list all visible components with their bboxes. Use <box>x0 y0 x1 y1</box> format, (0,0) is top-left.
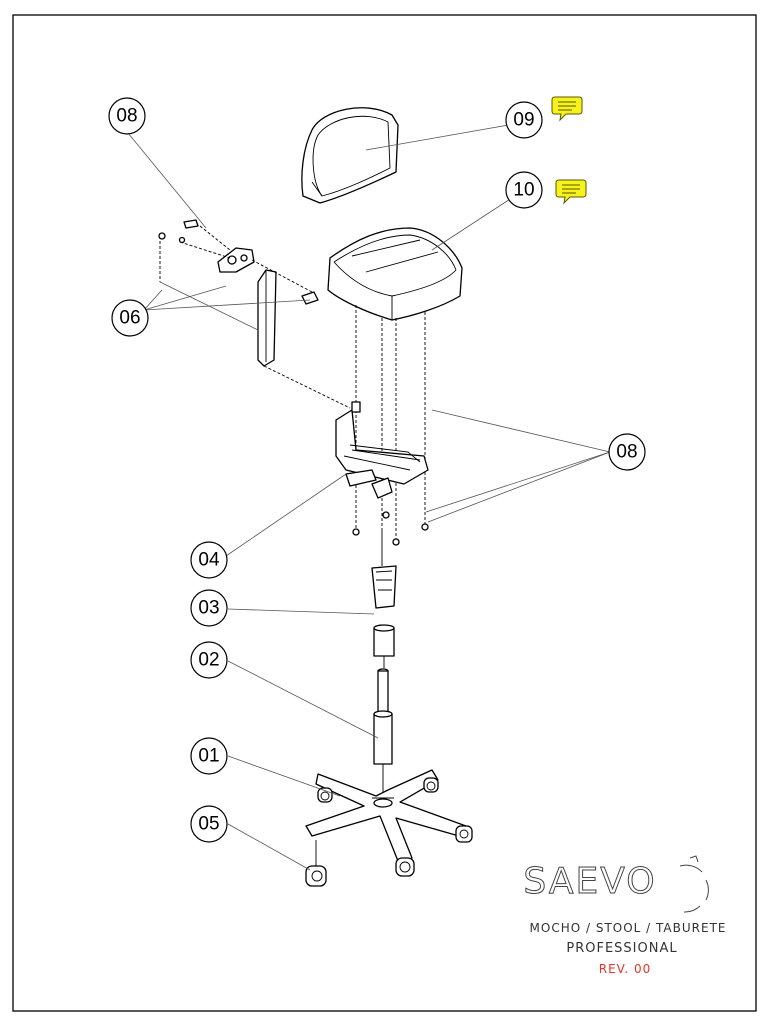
seat-screw-lines <box>352 305 429 546</box>
callout-02-label: 02 <box>198 650 219 671</box>
callout-08-right: 08 <box>608 433 646 471</box>
comment-10-icon[interactable] <box>555 179 587 205</box>
callout-01-label: 01 <box>198 746 219 767</box>
bracket-part <box>158 219 351 409</box>
callout-05-label: 05 <box>198 814 219 835</box>
sheet-border <box>12 14 757 1012</box>
callout-09: 09 <box>505 101 543 139</box>
callout-10: 10 <box>505 171 543 209</box>
callout-09-label: 09 <box>513 110 534 131</box>
casters-part <box>305 777 473 887</box>
callout-08-top: 08 <box>108 97 146 135</box>
callout-04-label: 04 <box>198 550 220 571</box>
gas-cylinder-part <box>373 656 393 795</box>
seat-part <box>327 227 463 321</box>
callout-01: 01 <box>190 737 228 775</box>
mechanism-part <box>335 401 429 499</box>
base-part <box>305 769 467 867</box>
comment-09-icon[interactable] <box>551 96 583 122</box>
model-text: PROFESSIONAL <box>566 941 677 956</box>
callout-03: 03 <box>190 589 228 627</box>
gaslift-cover-part <box>371 530 397 657</box>
brand-logo-text: SAEVO <box>523 861 656 902</box>
callout-02: 02 <box>190 641 228 679</box>
revision-text: REV. 00 <box>599 962 651 976</box>
backrest-part <box>301 107 399 204</box>
logo-mark-icon <box>679 855 709 913</box>
callout-08-label: 08 <box>116 106 137 127</box>
callout-05: 05 <box>190 805 228 843</box>
product-line-text: MOCHO / STOOL / TABURETE <box>530 921 727 935</box>
callout-08-right-label: 08 <box>616 442 637 463</box>
callout-03-label: 03 <box>198 598 219 619</box>
callout-10-label: 10 <box>513 180 534 201</box>
title-block: SAEVO MOCHO / STOOL / TABURETE PROFESSIO… <box>523 855 727 976</box>
callout-04: 04 <box>190 541 228 579</box>
callout-06-label: 06 <box>119 308 140 329</box>
callout-06: 06 <box>111 299 149 337</box>
